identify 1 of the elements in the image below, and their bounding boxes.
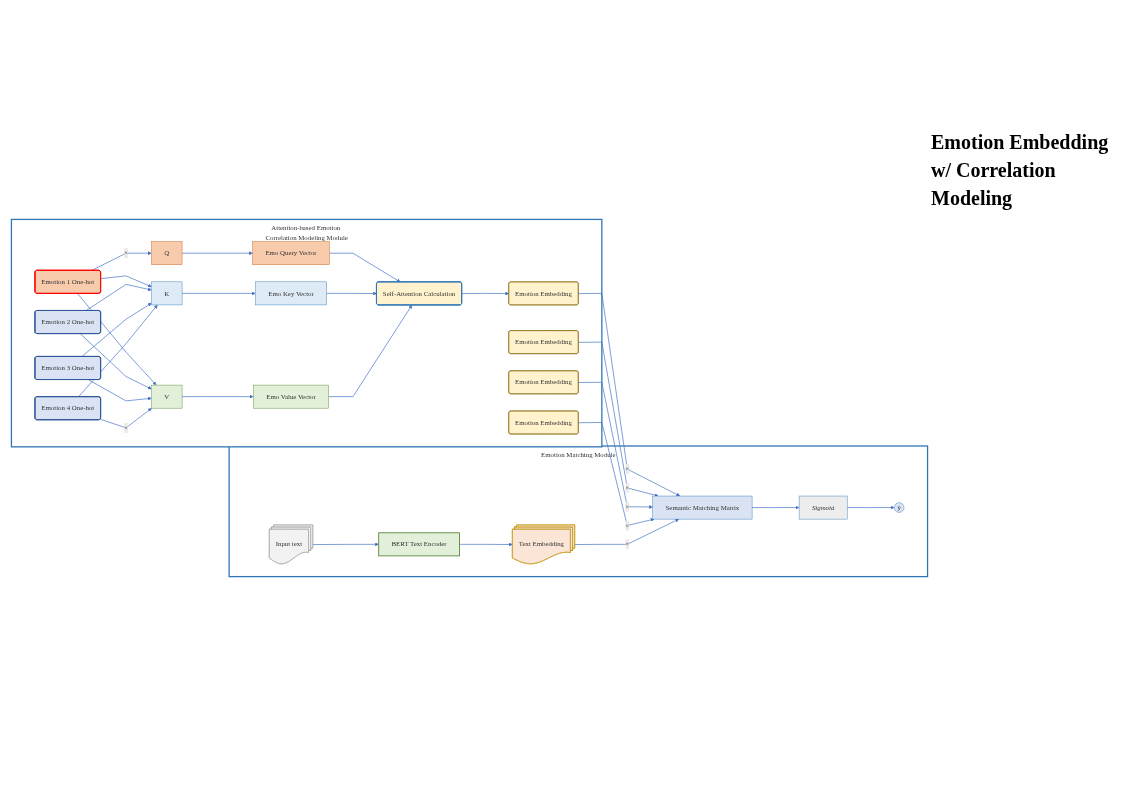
note-text: Emotion Embedding w/ Correlation Modeling xyxy=(931,130,1110,212)
